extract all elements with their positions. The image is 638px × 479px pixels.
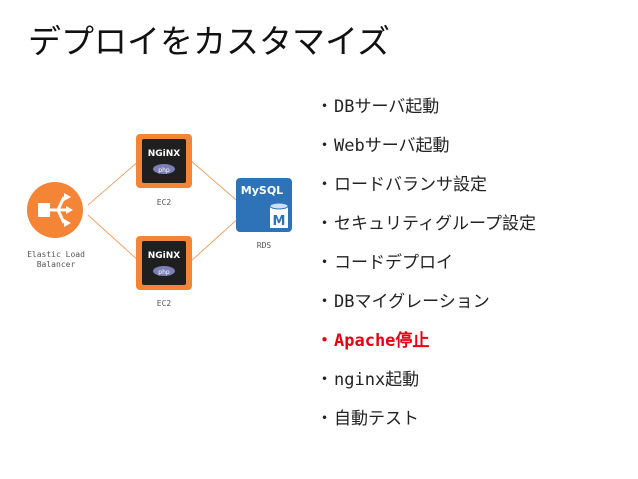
bullet-marker: ・ bbox=[316, 97, 333, 117]
step-text: DBマイグレーション bbox=[334, 292, 490, 312]
rds-label: RDS bbox=[256, 241, 272, 250]
mysql-badge: M bbox=[273, 214, 286, 229]
step-item: ・ロードバランサ設定 bbox=[316, 166, 536, 205]
step-list: ・DBサーバ起動・Webサーバ起動・ロードバランサ設定・セキュリティグループ設定… bbox=[316, 88, 536, 439]
bullet-marker: ・ bbox=[316, 409, 333, 429]
slide-title: デプロイをカスタマイズ bbox=[28, 22, 391, 61]
bullet-marker: ・ bbox=[316, 214, 333, 234]
step-text: Apache停止 bbox=[334, 331, 430, 351]
step-item: ・Webサーバ起動 bbox=[316, 127, 536, 166]
bullet-marker: ・ bbox=[316, 292, 333, 312]
nginx-logo-top: NGiNX bbox=[148, 149, 181, 159]
php-logo-top: php bbox=[158, 167, 170, 174]
step-item: ・コードデプロイ bbox=[316, 244, 536, 283]
rds-mysql-icon: MySQL M bbox=[236, 178, 292, 232]
nginx-logo-bottom: NGiNX bbox=[148, 251, 181, 261]
bullet-marker: ・ bbox=[316, 253, 333, 273]
ec2-bottom-label: EC2 bbox=[156, 299, 172, 308]
step-text: ロードバランサ設定 bbox=[334, 175, 487, 195]
step-item: ・DBサーバ起動 bbox=[316, 88, 536, 127]
ec2-bottom-icon: NGiNX php bbox=[136, 236, 192, 290]
step-text: Webサーバ起動 bbox=[334, 136, 450, 156]
step-item: ・Apache停止 bbox=[316, 322, 536, 361]
bullet-marker: ・ bbox=[316, 136, 333, 156]
bullet-marker: ・ bbox=[316, 331, 333, 351]
step-text: コードデプロイ bbox=[334, 253, 453, 273]
load-balancer-icon bbox=[27, 182, 83, 238]
step-item: ・DBマイグレーション bbox=[316, 283, 536, 322]
mysql-text: MySQL bbox=[241, 184, 283, 197]
bullet-marker: ・ bbox=[316, 370, 333, 390]
ec2-top-icon: NGiNX php bbox=[136, 134, 192, 188]
php-logo-bottom: php bbox=[158, 269, 170, 276]
step-item: ・自動テスト bbox=[316, 400, 536, 439]
bullet-marker: ・ bbox=[316, 175, 333, 195]
step-item: ・nginx起動 bbox=[316, 361, 536, 400]
step-text: 自動テスト bbox=[334, 409, 419, 429]
step-text: DBサーバ起動 bbox=[334, 97, 440, 117]
step-text: nginx起動 bbox=[334, 370, 420, 390]
step-item: ・セキュリティグループ設定 bbox=[316, 205, 536, 244]
elb-label: Elastic Load Balancer bbox=[27, 250, 85, 269]
ec2-top-label: EC2 bbox=[156, 198, 172, 207]
step-text: セキュリティグループ設定 bbox=[334, 214, 536, 234]
connection-lines bbox=[87, 159, 243, 263]
